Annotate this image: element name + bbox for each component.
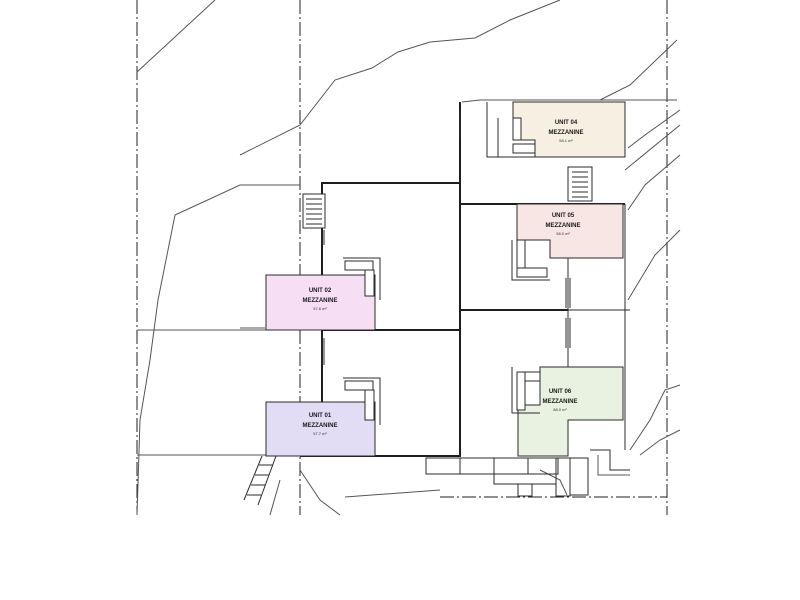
unit-06-name: UNIT 06 — [549, 389, 572, 395]
south-east-detail — [590, 310, 630, 471]
unit-06-area: 88.0 m² — [553, 407, 567, 412]
unit-05-name: UNIT 05 — [552, 213, 575, 219]
external-stair-north — [567, 166, 593, 202]
unit-01-sub: MEZZANINE — [303, 423, 338, 429]
unit-06-mezzanine: UNIT 06 MEZZANINE 88.0 m² — [517, 366, 624, 457]
staircase-unit-02 — [343, 257, 381, 300]
unit-05-mezzanine: UNIT 05 MEZZANINE 58.0 m² — [516, 203, 624, 259]
staircase-unit-05 — [511, 239, 550, 281]
unit-02-mezzanine: UNIT 02 MEZZANINE 57.6 m² — [265, 274, 376, 331]
unit-04-name: UNIT 04 — [555, 120, 578, 126]
unit-05-sub: MEZZANINE — [546, 223, 581, 229]
unit-04-sub: MEZZANINE — [549, 130, 584, 136]
unit-06-sub: MEZZANINE — [543, 399, 578, 405]
unit-01-area: 57.7 m² — [313, 431, 327, 436]
staircase-unit-04 — [497, 117, 536, 158]
door-openings — [321, 110, 571, 365]
unit-02-area: 57.6 m² — [313, 306, 327, 311]
staircase-unit-01 — [343, 377, 381, 425]
unit-02-name: UNIT 02 — [309, 288, 332, 294]
unit-05-area: 58.0 m² — [556, 231, 570, 236]
unit-01-mezzanine: UNIT 01 MEZZANINE 57.7 m² — [265, 401, 376, 457]
unit-04-area: 58.1 m² — [559, 138, 573, 143]
external-stair-west — [302, 193, 326, 229]
frontage-blocks — [425, 457, 589, 497]
unit-02-sub: MEZZANINE — [303, 298, 338, 304]
staircase-unit-06 — [511, 367, 541, 414]
entry-ramp — [243, 455, 277, 506]
unit-01-name: UNIT 01 — [309, 413, 332, 419]
